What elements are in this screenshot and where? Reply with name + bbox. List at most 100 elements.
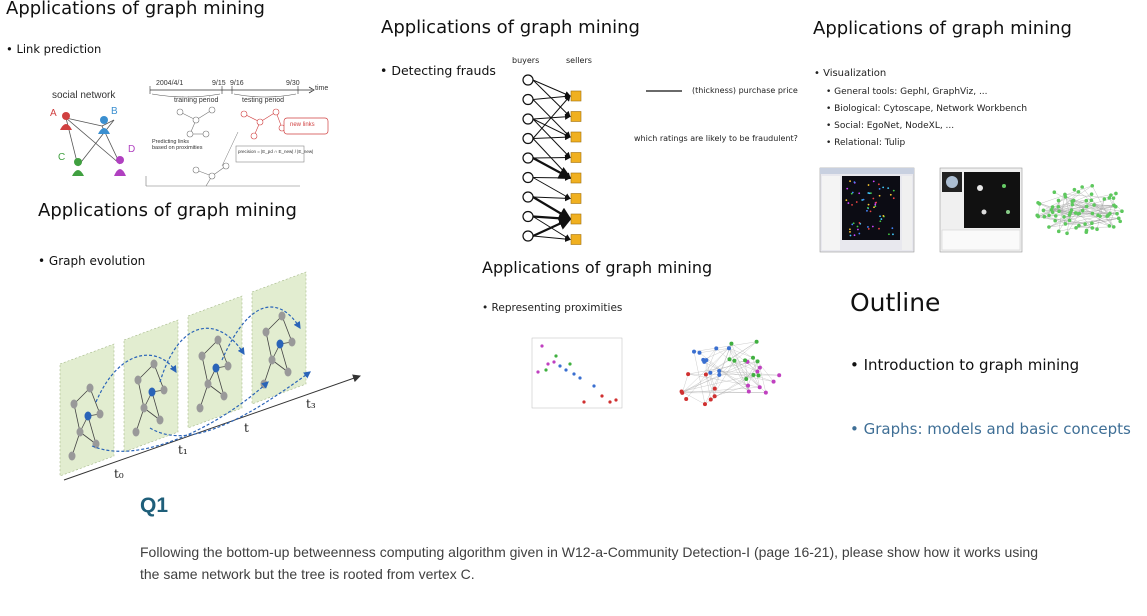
graph-node <box>276 339 284 349</box>
tulip-node <box>1041 208 1046 213</box>
proximity-edge <box>705 374 711 400</box>
proximity-node <box>755 359 760 364</box>
proximity-edge <box>686 343 732 400</box>
precision-formula: precision = |E_pd ∩ E_new| / |E_new| <box>238 149 314 154</box>
proximity-edge <box>682 374 689 393</box>
proximity-node <box>757 365 762 370</box>
tulip-edge <box>1086 200 1111 214</box>
gephi-dot <box>880 218 883 220</box>
graph-node <box>140 403 148 413</box>
gephi-dot <box>878 187 881 190</box>
proximity-edge <box>747 361 760 368</box>
tulip-node <box>1042 214 1047 219</box>
tulip-edge <box>1076 226 1114 229</box>
tulip-node <box>1036 200 1040 205</box>
tulip-node <box>1092 203 1096 207</box>
gephi-dot <box>875 201 878 204</box>
date-label-1: 9/15 <box>212 80 226 87</box>
gephi-dot <box>869 210 872 213</box>
purchase-edge <box>532 79 571 97</box>
purchase-edge <box>532 134 571 141</box>
tulip-node <box>1084 228 1089 233</box>
proximity-node <box>717 369 722 374</box>
tulip-edge <box>1052 193 1116 208</box>
proximity-node <box>712 394 717 399</box>
buyer-node <box>522 152 534 164</box>
tulip-node <box>1112 203 1116 208</box>
proximity-node <box>686 372 691 377</box>
buyer-node <box>522 191 534 203</box>
proximity-edge <box>714 385 749 397</box>
seller-node <box>570 131 582 143</box>
graph-edge <box>153 363 165 391</box>
proximity-edge <box>682 361 748 394</box>
new-links-label: new links <box>290 122 315 128</box>
tulip-node <box>1073 211 1078 215</box>
tulip-node <box>1072 187 1077 192</box>
graph-node <box>284 367 292 377</box>
tulip-node <box>1080 185 1084 189</box>
purchase-edge <box>532 174 571 181</box>
tulip-node <box>1114 191 1118 196</box>
tulip-node <box>1090 221 1094 226</box>
proximity-node <box>756 373 761 378</box>
tulip-node <box>1118 219 1123 224</box>
proximity-edge <box>694 341 757 352</box>
proximity-node <box>755 369 760 374</box>
gephi-dot <box>858 222 861 224</box>
slide-bullet: • Link prediction <box>6 42 102 56</box>
gephi-dot <box>870 192 872 195</box>
node-label-c: C <box>58 152 65 163</box>
gephi-dot <box>882 214 885 217</box>
tulip-node <box>1090 184 1095 188</box>
proximity-node <box>702 359 707 364</box>
proximity-node <box>763 390 768 395</box>
purchase-edge <box>532 138 571 179</box>
tulip-node <box>1077 223 1081 228</box>
bipartite-graph <box>522 74 682 245</box>
tulip-edge <box>1037 209 1052 216</box>
gephi-dot <box>867 226 869 228</box>
scatter-point <box>592 384 596 388</box>
gephi-dot <box>867 206 869 209</box>
social-network-figure: A B C D <box>50 86 329 187</box>
evolution-arrow <box>221 306 301 361</box>
proximity-edge <box>719 370 774 382</box>
proximity-edge <box>703 348 730 361</box>
tulip-edge <box>1038 216 1098 230</box>
tulip-node <box>1071 198 1076 203</box>
tulip-node <box>1111 196 1116 200</box>
proximity-edge <box>706 348 717 361</box>
gephi-dot <box>847 202 850 204</box>
proximity-edge <box>704 374 720 405</box>
graph-node <box>268 355 276 365</box>
proximity-edge <box>682 387 760 394</box>
gephi-dot <box>867 203 870 206</box>
gephi-dot <box>872 197 875 200</box>
gephi-dot <box>849 228 851 231</box>
tulip-node <box>1083 222 1087 226</box>
gephi-dot <box>878 227 880 230</box>
gephi-dot <box>851 223 854 226</box>
proximity-node <box>757 385 762 390</box>
tulip-node <box>1056 229 1061 234</box>
scatter-point <box>554 354 558 358</box>
slide-title: Applications of graph mining <box>6 0 265 19</box>
tulip-edge <box>1072 204 1122 212</box>
graph-node <box>262 327 270 337</box>
graph-edge <box>73 403 81 433</box>
tulip-node <box>1065 231 1069 236</box>
proximity-node <box>702 402 707 407</box>
proximity-edge <box>705 348 717 375</box>
tulip-edge <box>1058 218 1119 232</box>
date-label-0: 2004/4/1 <box>156 80 184 87</box>
graph-edge <box>265 331 273 361</box>
proximity-edge <box>734 360 760 388</box>
tulip-edge <box>1038 216 1086 225</box>
tulip-edge <box>1038 204 1073 217</box>
gephi-dot <box>851 191 854 194</box>
predict-label: Predicting links based on proximities <box>152 139 203 151</box>
graph-node <box>196 403 204 413</box>
slide-outline: Outline • Introduction to graph mining •… <box>848 282 1147 462</box>
gephi-dot <box>861 199 864 201</box>
